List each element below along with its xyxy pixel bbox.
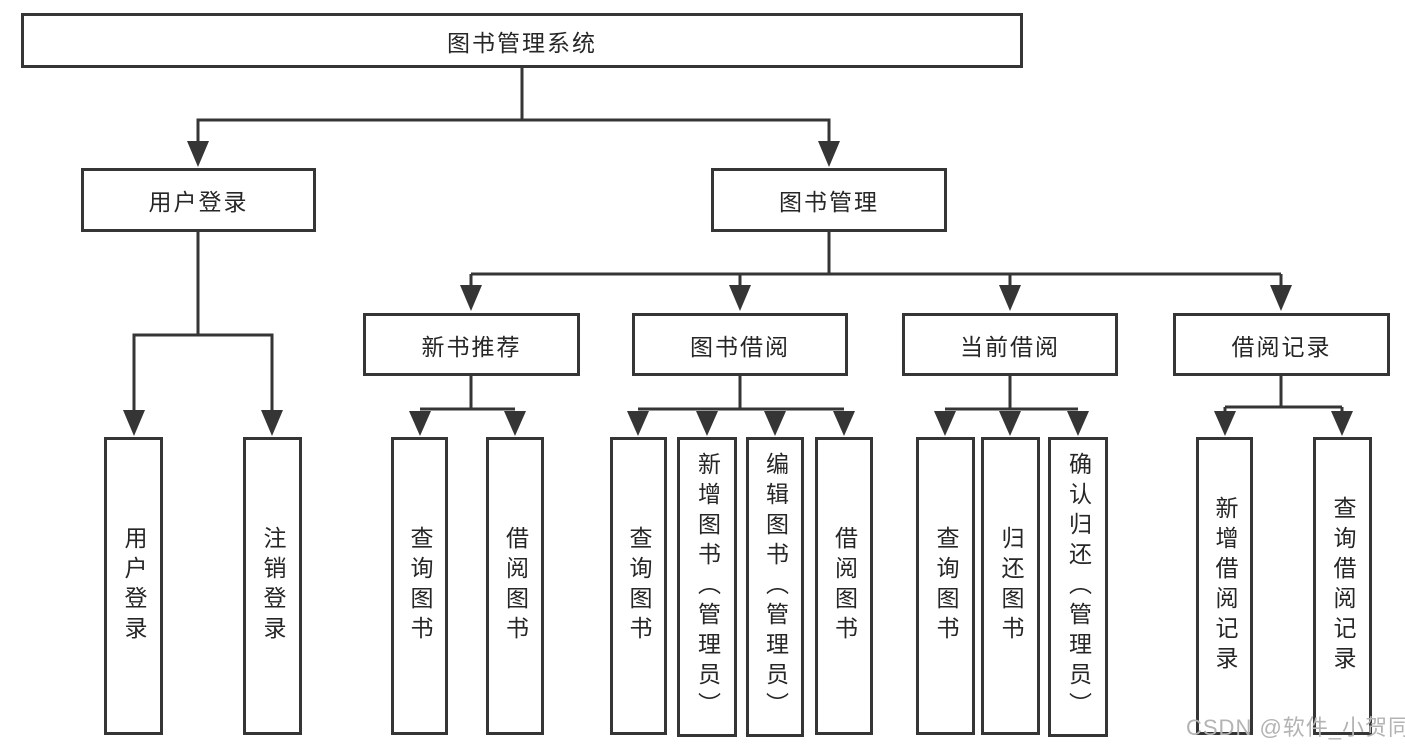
node-leaf-confirm-return-admin-label: 确认归还（管理员） (1065, 452, 1092, 722)
node-leaf-query-books-current: 查询图书 (916, 437, 975, 735)
node-leaf-add-book-admin: 新增图书（管理员） (677, 437, 737, 737)
node-leaf-query-borrow-record: 查询借阅记录 (1313, 437, 1372, 735)
node-leaf-logout-label: 注销登录 (260, 526, 286, 646)
node-leaf-query-books-current-label: 查询图书 (933, 526, 959, 646)
node-leaf-return-book-label: 归还图书 (998, 526, 1024, 646)
node-leaf-user-login-label: 用户登录 (121, 526, 147, 646)
node-leaf-edit-book-admin-label: 编辑图书（管理员） (762, 452, 789, 722)
node-leaf-query-borrow-record-label: 查询借阅记录 (1330, 496, 1356, 676)
node-leaf-edit-book-admin: 编辑图书（管理员） (746, 437, 804, 737)
node-leaf-logout: 注销登录 (243, 437, 302, 735)
node-leaf-borrow-books-borrow-label: 借阅图书 (831, 526, 858, 646)
node-user-login: 用户登录 (81, 168, 316, 232)
node-library-management-system: 图书管理系统 (21, 13, 1023, 68)
node-leaf-borrow-books-recommend: 借阅图书 (486, 437, 544, 735)
node-leaf-query-books-borrow: 查询图书 (610, 437, 667, 735)
watermark: CSDN @软件_小贺同学 (1186, 715, 1405, 740)
node-new-book-recommend: 新书推荐 (363, 313, 580, 376)
node-leaf-add-borrow-record-label: 新增借阅记录 (1212, 496, 1238, 676)
node-leaf-return-book: 归还图书 (981, 437, 1040, 735)
node-leaf-add-borrow-record: 新增借阅记录 (1196, 437, 1253, 735)
node-leaf-user-login: 用户登录 (104, 437, 163, 735)
node-current-borrowing: 当前借阅 (902, 313, 1118, 376)
node-leaf-add-book-admin-label: 新增图书（管理员） (694, 452, 721, 722)
node-leaf-borrow-books-recommend-label: 借阅图书 (502, 526, 529, 646)
node-leaf-confirm-return-admin: 确认归还（管理员） (1048, 437, 1108, 737)
node-leaf-borrow-books-borrow: 借阅图书 (815, 437, 873, 735)
node-leaf-query-books-recommend-label: 查询图书 (407, 526, 433, 646)
node-leaf-query-books-recommend: 查询图书 (391, 437, 448, 735)
node-leaf-query-books-borrow-label: 查询图书 (626, 526, 652, 646)
node-book-management: 图书管理 (711, 168, 947, 232)
node-borrowing-records: 借阅记录 (1173, 313, 1390, 376)
node-book-borrowing: 图书借阅 (632, 313, 848, 376)
